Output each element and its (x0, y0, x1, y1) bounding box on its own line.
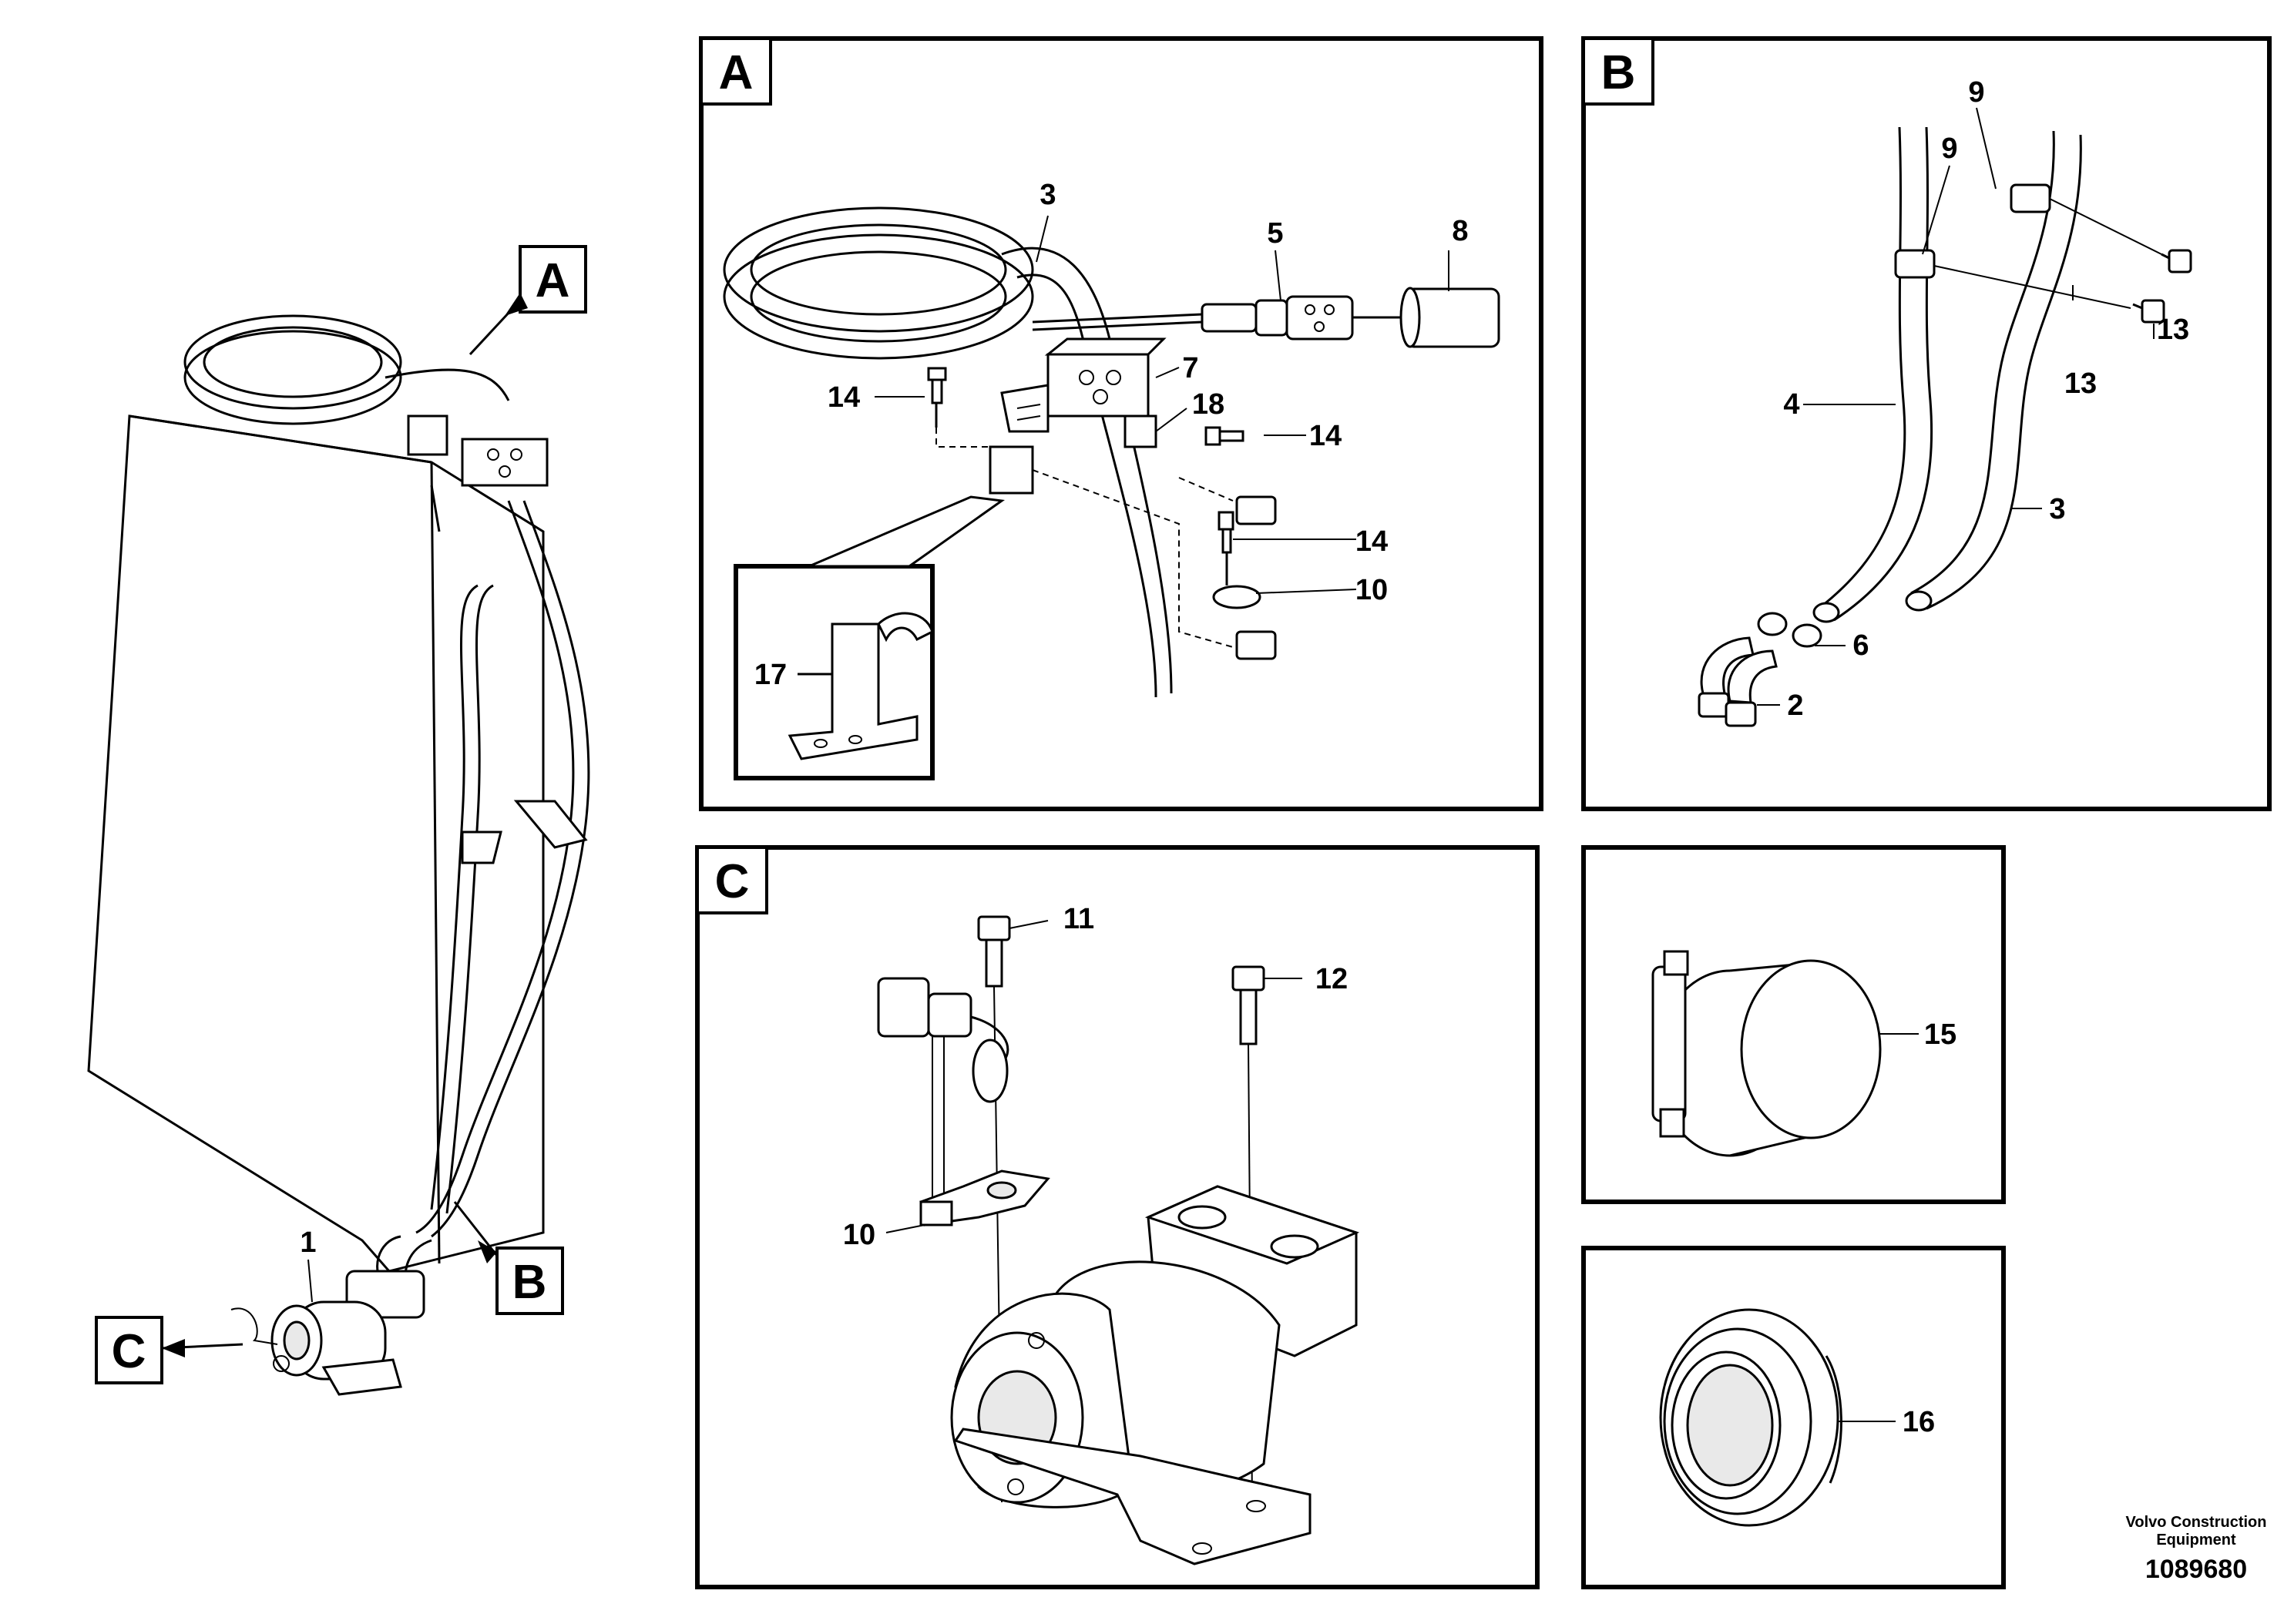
panel-a-label: 18 (1192, 388, 1224, 421)
panel-b-label: 6 (1852, 629, 1869, 662)
panel-b-hose-3 (1910, 130, 2055, 595)
panel-a-label: 3 (1040, 179, 1056, 211)
panel-b-label: 13 (2157, 314, 2189, 346)
overview-callout-c: C (95, 1316, 244, 1384)
panel-b-clamp (1894, 249, 1936, 279)
panel-b-letter: B (1601, 46, 1636, 99)
panel-b-label: 4 (1783, 388, 1799, 421)
panel-a-label: 14 (1355, 525, 1388, 558)
overview-callout-a: A (469, 245, 587, 356)
panel-a-hose-coil (723, 206, 1203, 698)
panel-15: 15 (1581, 845, 2006, 1204)
panel-c-connector (877, 977, 1009, 1210)
panel-a-label: 14 (828, 381, 860, 414)
panel-a-letter: A (719, 46, 754, 99)
overview-callout-b: B (453, 1201, 564, 1315)
panel-a-nozzle (1201, 287, 1500, 348)
panel-b-ring-6 (1757, 612, 1788, 636)
panel-b-labels: 9 9 13 13 4 3 6 2 (1783, 76, 2189, 722)
panel-a-label: 17 (754, 659, 787, 691)
svg-text:C: C (112, 1325, 146, 1378)
panel-a-screw-left (927, 367, 947, 428)
label-15: 15 (1924, 1018, 1956, 1051)
panel-c-letter: C (715, 855, 750, 908)
panel-a-screw-right (1204, 426, 1244, 446)
company-line-1: Volvo Construction (2126, 1514, 2267, 1531)
panel-a-label: 7 (1182, 352, 1198, 384)
panel-b-label: 2 (1787, 690, 1803, 722)
panel-a-clip (989, 445, 1034, 495)
panel-c-clip-10 (919, 1169, 1050, 1226)
panel-b-hose-4 (1818, 126, 1906, 610)
panel-c-label: 10 (843, 1219, 875, 1251)
svg-text:B: B (512, 1256, 547, 1309)
panel-c-label: 12 (1315, 963, 1348, 995)
panel-b-clamp (2010, 183, 2051, 213)
panel-c: C (695, 845, 1540, 1589)
panel-b-label: 9 (1941, 133, 1957, 165)
washer-pump (230, 1235, 432, 1396)
panel-a-label: 5 (1267, 217, 1283, 250)
label-16: 16 (1903, 1406, 1935, 1438)
connector-block (461, 438, 549, 487)
panel-b-label: 13 (2064, 367, 2097, 400)
panel-a-inset (734, 495, 1006, 780)
grommet (1659, 1308, 1842, 1527)
panel-b-bolt (2132, 299, 2165, 324)
panel-b-label: 3 (2049, 493, 2065, 525)
washer-tank (87, 414, 545, 1273)
document-number: 1089680 (2145, 1555, 2247, 1584)
footer: Volvo Construction Equipment 1089680 (2126, 1514, 2267, 1584)
panel-b-label: 9 (1968, 76, 1984, 109)
panel-a-connector (1000, 337, 1167, 448)
panel-b: B (1581, 36, 2272, 811)
bracket (407, 414, 448, 456)
panel-a-label: 10 (1355, 574, 1388, 606)
company-line-2: Equipment (2156, 1532, 2236, 1549)
coiled-hose (183, 314, 510, 425)
label-1: 1 (300, 1226, 316, 1259)
panel-b-bolt (2161, 249, 2192, 273)
panel-a-label: 8 (1452, 215, 1468, 247)
panel-c-label: 11 (1063, 903, 1094, 935)
hose-clamp (1651, 950, 1882, 1157)
panel-a-label: 14 (1309, 420, 1342, 452)
panel-16: 16 (1581, 1246, 2006, 1589)
panel-a-lower-parts (1212, 495, 1277, 660)
panel-a-labels: 3 5 8 7 18 14 14 14 10 17 (754, 179, 1469, 691)
overview-assembly: A B C 1 (87, 245, 590, 1396)
panel-b-fittings (1698, 636, 1778, 727)
panel-c-labels: 11 12 10 (843, 903, 1348, 1251)
panel-c-pump (950, 1185, 1360, 1565)
panel-a: A (699, 36, 1543, 811)
svg-text:A: A (536, 254, 570, 307)
